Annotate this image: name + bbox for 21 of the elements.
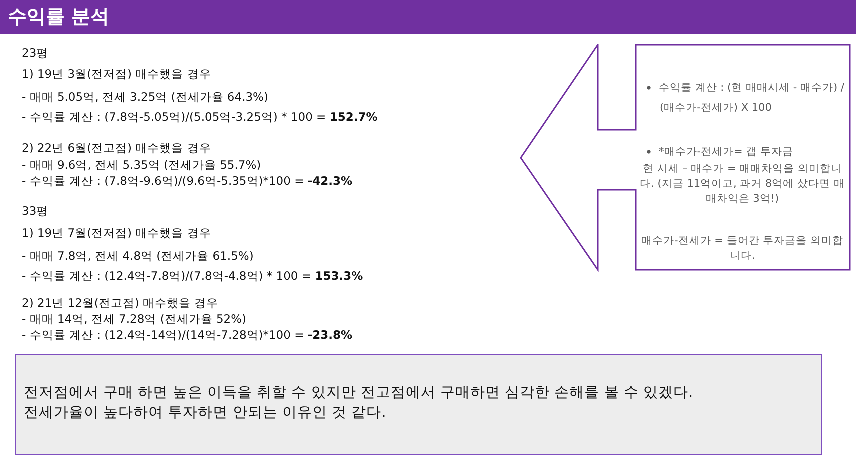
text-line: 33평 [22, 204, 49, 219]
text-line: - 수익률 계산 : (12.4억-14억)/(14억-7.28억)*100 = -23.8% [22, 328, 353, 343]
slide-title: 수익률 분석 [0, 0, 856, 34]
text-line: - 수익률 계산 : (12.4억-7.8억)/(7.8억-4.8억) * 100 = 153.3% [22, 269, 364, 284]
text-line: - 수익률 계산 : (7.8억-5.05억)/(5.05억-3.25억) * 100 = 152.7% [22, 110, 378, 125]
text-line: - 매매 9.6억, 전세 5.35억 (전세가율 55.7%) [22, 158, 262, 173]
text-line: 2) 21년 12월(전고점) 매수했을 경우 [22, 296, 219, 311]
text-line: - 매매 5.05억, 전세 3.25억 (전세가율 64.3%) [22, 90, 268, 105]
note-box [15, 354, 822, 455]
arrow-callout [520, 44, 852, 272]
note-text: 전저점에서 구매 하면 높은 이득을 취할 수 있지만 전고점에서 구매하면 심각한 손해를 볼 수 있겠다. [24, 384, 694, 403]
text-line: 2) 22년 6월(전고점) 매수했을 경우 [22, 141, 212, 156]
note-text: 전세가율이 높다하여 투자하면 안되는 이유인 것 같다. [24, 404, 388, 423]
callout-text: 매수가-전세가 = 들어간 투자금을 의미합니다. [640, 234, 844, 264]
text-line: 23평 [22, 46, 49, 61]
callout-text: 현 시세 – 매수가 = 매매차익을 의미합니다. (지금 11억이고, 과거 8억에 샀다면 매매차익은 3억!) [640, 162, 845, 207]
text-line: 1) 19년 7월(전저점) 매수했을 경우 [22, 226, 212, 241]
text-line: - 매매 7.8억, 전세 4.8억 (전세가율 61.5%) [22, 249, 254, 264]
text-line: - 수익률 계산 : (7.8억-9.6억)/(9.6억-5.35억)*100 = -42.3% [22, 174, 353, 189]
text-line: 1) 19년 3월(전저점) 매수했을 경우 [22, 67, 212, 82]
text-line: - 매매 14억, 전세 7.28억 (전세가율 52%) [22, 312, 247, 327]
